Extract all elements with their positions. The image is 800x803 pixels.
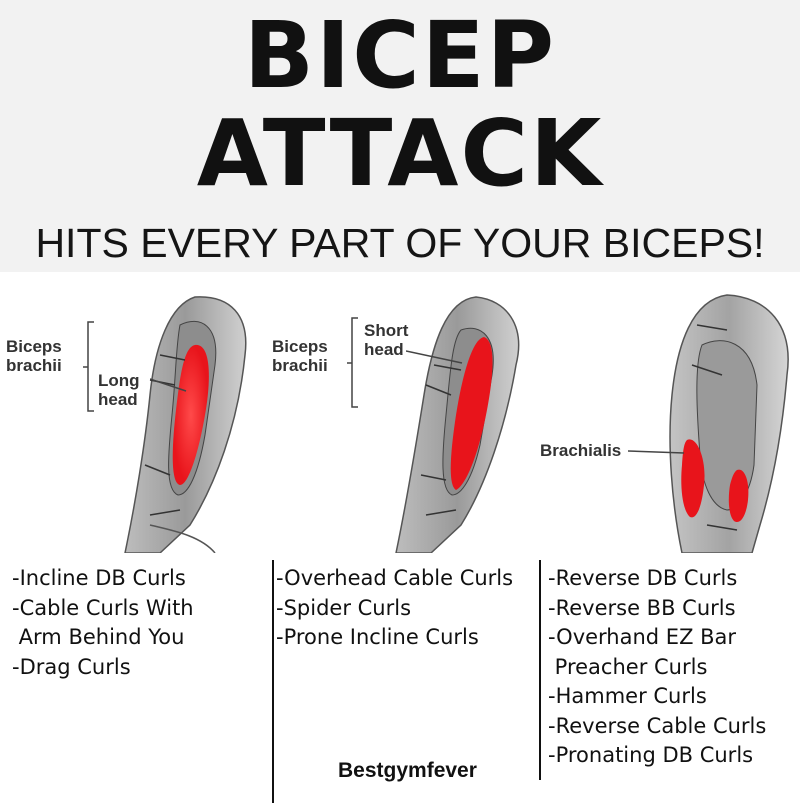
list-item: -Reverse BB Curls — [548, 595, 736, 620]
panel-long-head: Biceps brachii Long head — [0, 285, 266, 554]
label-biceps-brachii: Biceps brachii — [6, 337, 62, 375]
list-item: -Hammer Curls — [548, 684, 707, 708]
subtitle: HITS EVERY PART OF YOUR BICEPS! — [35, 220, 765, 266]
label-line: Short — [364, 321, 409, 340]
pointer-line — [150, 378, 187, 392]
panel-brachialis: Brachialis — [532, 285, 798, 554]
bracket-icon — [347, 317, 358, 408]
list-item: -Overhand EZ Bar — [548, 625, 737, 649]
exercise-list-long-head: -Incline DB Curls -Cable Curls With Arm … — [12, 564, 194, 682]
label-line: brachii — [272, 356, 328, 375]
title-line-2: ATTACK — [196, 100, 604, 207]
list-item: -Spider Curls — [276, 595, 412, 620]
label-short-head: Short head — [364, 321, 408, 359]
pointer-line — [628, 450, 685, 454]
label-line: Biceps — [272, 337, 328, 356]
list-item: Arm Behind You — [12, 625, 185, 649]
list-item: -Pronating DB Curls — [548, 743, 754, 767]
label-line: Long — [98, 371, 140, 390]
list-item: -Overhead Cable Curls — [276, 566, 514, 590]
pointer-line — [406, 350, 463, 364]
label-long-head: Long head — [98, 371, 140, 409]
list-item: -Prone Incline Curls — [276, 625, 479, 649]
arm-short-head-illustration — [395, 296, 520, 554]
label-line: head — [364, 340, 404, 359]
label-line: head — [98, 390, 138, 409]
list-item: -Drag Curls — [12, 654, 131, 679]
label-brachialis: Brachialis — [540, 441, 622, 460]
column-divider — [539, 560, 541, 780]
label-line: Biceps — [6, 337, 62, 356]
label-biceps-brachii: Biceps brachii — [272, 337, 328, 375]
brand-footer: Bestgymfever — [338, 759, 477, 782]
list-item: -Incline DB Curls — [12, 566, 186, 590]
column-divider — [272, 560, 274, 803]
label-line: brachii — [6, 356, 62, 375]
list-item: Preacher Curls — [548, 654, 708, 679]
arm-long-head-illustration — [124, 296, 247, 554]
list-item: -Reverse Cable Curls — [548, 713, 767, 738]
list-item: -Reverse DB Curls — [548, 566, 738, 590]
title-line-1: BICEP — [243, 2, 557, 109]
list-item: -Cable Curls With — [12, 595, 194, 620]
header-banner: BICEP ATTACK HITS EVERY PART OF YOUR BIC… — [0, 0, 800, 272]
exercise-columns: -Incline DB Curls -Cable Curls With Arm … — [0, 560, 800, 803]
exercise-list-short-head: -Overhead Cable Curls -Spider Curls -Pro… — [276, 564, 513, 653]
arm-brachialis-illustration — [669, 294, 789, 554]
bracket-icon — [83, 321, 94, 412]
exercise-list-brachialis: -Reverse DB Curls -Reverse BB Curls -Ove… — [548, 564, 766, 771]
panel-short-head: Biceps brachii Short head — [266, 285, 532, 554]
